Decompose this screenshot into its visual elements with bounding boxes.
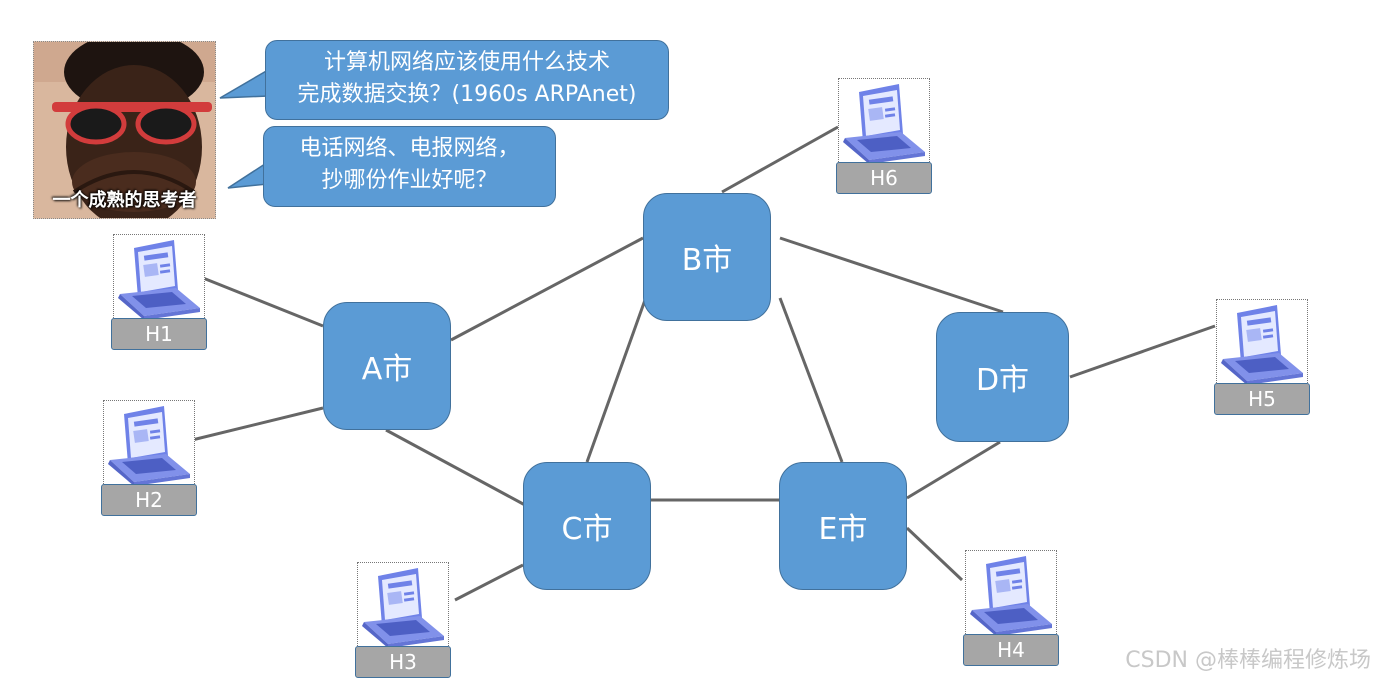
city-label-b: B市 <box>681 243 733 278</box>
city-label-c: C市 <box>561 512 613 547</box>
host-h3-frame <box>357 562 449 654</box>
city-label-d: D市 <box>975 363 1030 398</box>
answer-bubble: 电话网络、电报网络， 抄哪份作业好呢？ <box>263 126 556 207</box>
link-b-d <box>779 236 1004 314</box>
link-h6-b <box>721 125 839 194</box>
city-label-e: E市 <box>818 512 868 547</box>
host-label-h1: H1 <box>111 318 207 350</box>
host-label-h2: H2 <box>101 484 197 516</box>
host-h1-frame <box>113 234 205 326</box>
question-bubble-tail <box>219 68 269 99</box>
link-b-c <box>585 299 647 463</box>
question-line-2: 完成数据交换？(1960s ARPAnet) <box>297 82 637 107</box>
laptop-icon <box>1221 305 1303 385</box>
city-node-d: D市 <box>936 312 1069 442</box>
host-h2-frame <box>103 400 195 492</box>
host-label-h3: H3 <box>355 646 451 678</box>
host-h5-frame <box>1216 299 1308 391</box>
laptop-icon <box>970 556 1052 636</box>
host-label-h4: H4 <box>963 634 1059 666</box>
host-h3: H3 <box>355 562 451 678</box>
laptop-icon <box>362 568 444 648</box>
host-h6: H6 <box>836 78 932 194</box>
link-h4-e <box>905 526 964 582</box>
thinker-face-icon <box>34 42 215 218</box>
host-label-h6: H6 <box>836 162 932 194</box>
link-h2-a <box>187 406 324 443</box>
host-h2: H2 <box>101 400 197 516</box>
link-a-b <box>450 236 644 342</box>
host-h4-frame <box>965 550 1057 642</box>
answer-line-2: 抄哪份作业好呢？ <box>321 168 498 193</box>
city-label-a: A市 <box>361 352 413 387</box>
link-b-e <box>778 297 844 463</box>
laptop-icon <box>118 240 200 320</box>
question-bubble: 计算机网络应该使用什么技术 完成数据交换？(1960s ARPAnet) <box>265 40 669 120</box>
watermark: CSDN @棒棒编程修炼场 <box>1125 648 1371 673</box>
answer-line-1: 电话网络、电报网络， <box>299 136 520 161</box>
avatar-caption: 一个成熟的思考者 <box>52 190 197 211</box>
link-h5-d <box>1069 324 1216 379</box>
link-d-e <box>906 440 1001 500</box>
city-node-a: A市 <box>323 302 451 430</box>
host-label-h5: H5 <box>1214 383 1310 415</box>
laptop-icon <box>843 84 925 164</box>
laptop-icon <box>108 406 190 486</box>
city-node-b: B市 <box>643 193 771 321</box>
host-h6-frame <box>838 78 930 170</box>
host-h5: H5 <box>1214 299 1310 415</box>
thinker-avatar-image: 一个成熟的思考者 <box>33 41 216 219</box>
link-h3-c <box>454 563 524 602</box>
question-line-1: 计算机网络应该使用什么技术 <box>323 50 610 75</box>
link-h1-a <box>202 276 324 328</box>
city-node-e: E市 <box>779 462 907 590</box>
host-h1: H1 <box>111 234 207 350</box>
city-node-c: C市 <box>523 462 651 590</box>
link-a-c <box>385 428 526 507</box>
host-h4: H4 <box>963 550 1059 666</box>
